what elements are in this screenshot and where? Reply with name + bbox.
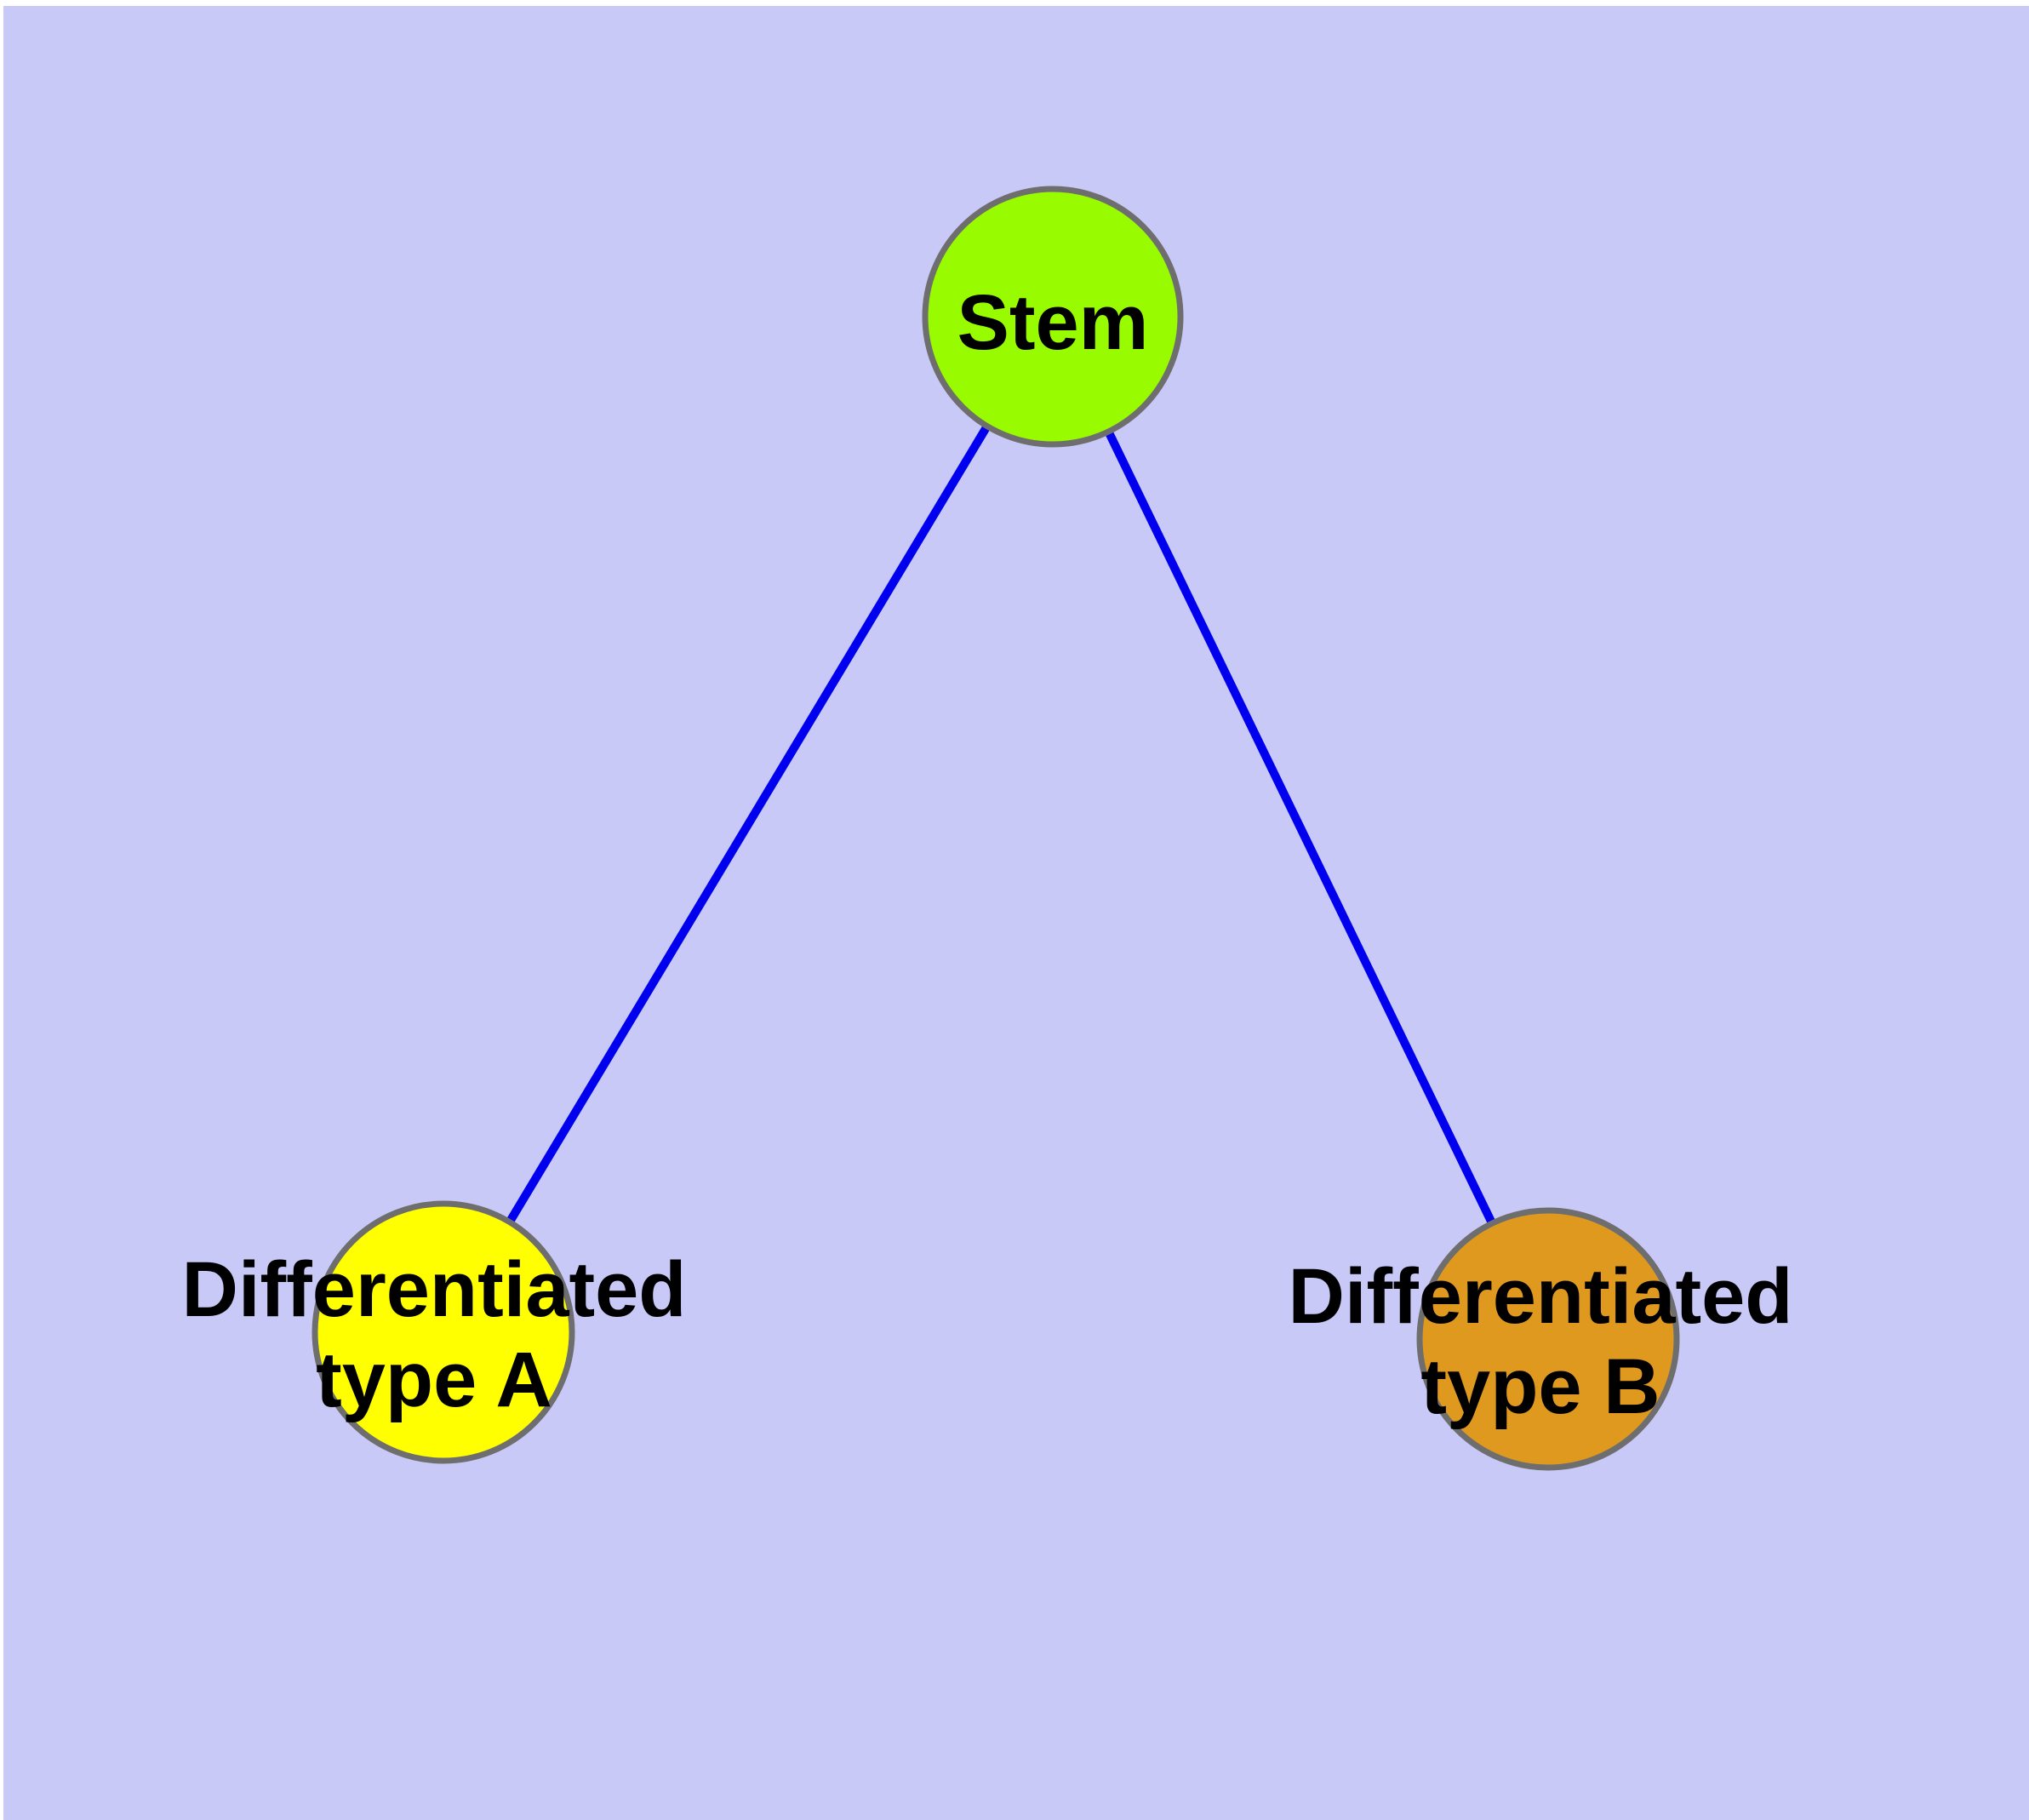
node-differentiated-type-b [1416,1207,1680,1471]
node-stem-label: Stem [957,279,1149,366]
node-type-a-label-line1: Differentiated [182,1246,687,1333]
node-differentiated-type-a [311,1200,575,1464]
edge-stem-to-type-b [1049,314,1552,1342]
node-type-b-label-line2: type B [1420,1343,1660,1430]
node-type-b-label-line1: Differentiated [1289,1253,1793,1340]
node-stem [922,186,1184,448]
node-type-a-label-line2: type A [316,1336,552,1423]
edge-stem-to-type-a [439,314,1057,1335]
